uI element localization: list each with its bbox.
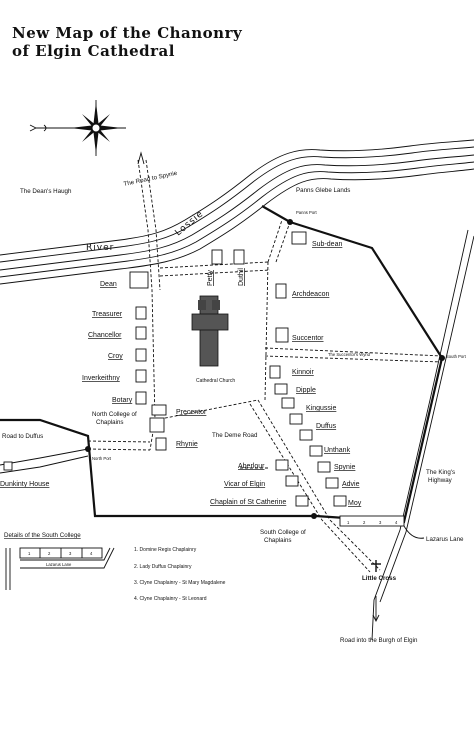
label-dipple: Dipple	[296, 387, 316, 394]
label-north-college-1: North College of	[92, 411, 137, 418]
label-kinnoir: Kinnoir	[292, 369, 314, 376]
legend-item-4: 4. Clyne Chaplainry - St Leonard	[134, 596, 207, 602]
inset-num-3: 3	[69, 551, 72, 556]
precinct-wall-north	[261, 205, 291, 223]
label-south-college-2: Chaplains	[264, 537, 292, 544]
label-deme-road: The Deme Road	[212, 432, 258, 439]
label-duffus: Duffus	[316, 423, 337, 430]
label-inverkeithny: Inverkeithny	[82, 375, 120, 382]
inset-num-1: 1	[28, 551, 31, 556]
precinct-wall	[0, 220, 444, 524]
south-college-num-2: 2	[363, 520, 366, 525]
label-moy: Moy	[348, 500, 362, 507]
label-botary: Botary	[112, 397, 133, 404]
label-advie: Advie	[342, 481, 360, 488]
roads	[0, 159, 443, 573]
south-college-num-4: 4	[395, 520, 398, 525]
label-duthil: Duthil	[238, 268, 245, 286]
label-north-port: North Port	[92, 456, 112, 461]
label-kings-highway-2: Highway	[428, 477, 453, 484]
label-road-into-burgh: Road into the Burgh of Elgin	[340, 637, 418, 644]
manse-buildings	[3, 231, 405, 527]
label-panns-port: Panns Port	[296, 210, 318, 215]
label-lazarus-lane: Lazarus Lane	[426, 536, 464, 543]
label-precentor: Precentor	[176, 409, 207, 416]
legend-item-2: 2. Lady Duffus Chaplainry	[134, 564, 192, 570]
label-chaplain-st-catherine: Chaplain of St Catherine	[210, 499, 286, 506]
inset-num-2: 2	[48, 551, 51, 556]
legend-item-3: 3. Clyne Chaplainry - St Mary Magdalene	[134, 580, 226, 586]
label-kings-highway-1: The King's	[426, 469, 455, 476]
label-south-college-1: South College of	[260, 529, 306, 536]
label-cathedral: Cathedral Church	[196, 378, 235, 384]
label-unthank: Unthank	[324, 447, 351, 454]
south-college-inset	[5, 547, 115, 590]
label-kingussie: Kingussie	[306, 405, 336, 412]
label-archdeacon: Archdeacon	[292, 291, 329, 298]
map-title-line-1: New Map of the Chanonry	[12, 24, 243, 42]
label-vicar-of-elgin: Vicar of Elgin	[224, 481, 265, 488]
label-treasurer: Treasurer	[92, 311, 123, 318]
cathedral-church	[191, 295, 229, 367]
label-succentor: Succentor	[292, 335, 324, 342]
label-panns-glebe: Panns Glebe Lands	[296, 187, 350, 194]
label-north-college-2: Chaplains	[96, 419, 124, 426]
label-south-port: South Port	[446, 354, 467, 359]
label-sub-dean: Sub-dean	[312, 241, 342, 248]
inset-title: Details of the South College	[4, 532, 81, 539]
label-succentors-wynd: The Succentor's Wynd	[328, 352, 371, 357]
inset-num-4: 4	[90, 551, 93, 556]
south-college-num-3: 3	[379, 520, 382, 525]
label-chancellor: Chancellor	[88, 332, 122, 339]
label-dunkinty-house: Dunkinty House	[0, 481, 50, 488]
label-rhynie: Rhynie	[176, 441, 198, 448]
label-petty: Petty	[207, 270, 214, 286]
cross-icon	[371, 560, 381, 572]
label-little-cross: Little Cross	[362, 575, 397, 582]
label-spynie: Spynie	[334, 464, 356, 471]
label-aberlour: Aberlour	[238, 463, 265, 470]
label-croy: Croy	[108, 353, 123, 360]
legend-item-1: 1. Domine Regis Chaplainry	[134, 547, 197, 553]
compass-rose-icon	[29, 100, 126, 156]
kings-highway	[371, 229, 469, 641]
label-road-to-duffus: Road to Duffus	[2, 433, 43, 440]
label-road-to-spynie: The Road to Spynie	[123, 170, 178, 188]
label-deans-haugh: The Dean's Haugh	[20, 188, 72, 195]
river-label-river: River	[86, 243, 114, 253]
south-college-num-1: 1	[347, 520, 350, 525]
inset-lazarus-lane: Lazarus Lane	[46, 562, 72, 567]
label-dean: Dean	[100, 281, 117, 288]
map-title-line-2: of Elgin Cathedral	[12, 42, 175, 60]
